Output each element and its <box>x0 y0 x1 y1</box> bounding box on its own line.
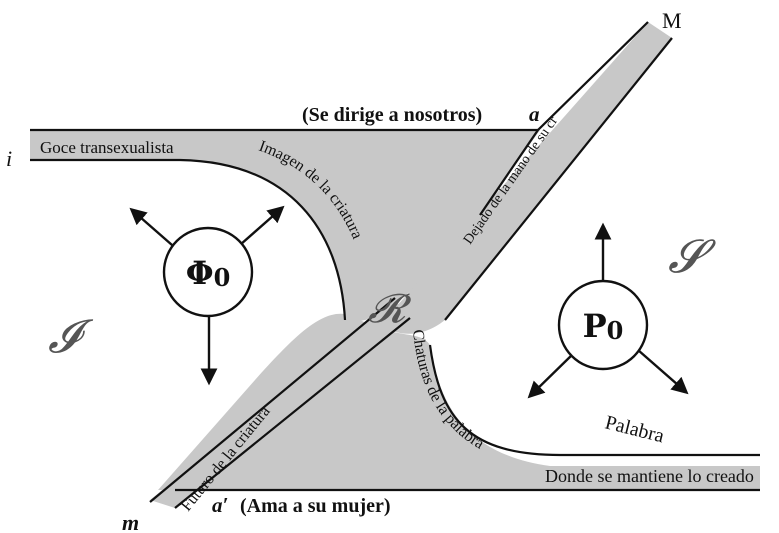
arrow-icon <box>527 351 576 399</box>
label-donde: Donde se mantiene lo creado <box>545 466 754 486</box>
p-node-circle <box>557 279 649 371</box>
upper-curve-line <box>30 158 347 321</box>
arrow-icon <box>637 349 689 395</box>
phi-node-sub: 0 <box>214 263 231 292</box>
band-region-lower <box>158 313 760 490</box>
p-node-base: P <box>583 307 607 345</box>
diagonal-left-line <box>479 21 649 216</box>
band-region-diagonal-lower <box>150 300 410 508</box>
lower-curve-line <box>428 344 760 457</box>
band-region-diagonal <box>380 22 672 334</box>
label-palabra: Palabra <box>603 412 667 448</box>
region-letter-I: 𝓘 <box>48 309 94 363</box>
phi-node-circle <box>162 226 254 318</box>
corner-label-i: i <box>6 146 12 171</box>
phi-node-group: Φ0 <box>129 205 285 386</box>
label-goce-transexualista: Goce transexualista <box>40 138 174 157</box>
diagonal-lower-right-line <box>174 317 411 509</box>
p-node-label: P0 <box>583 307 624 345</box>
corner-label-M: M <box>662 8 682 33</box>
region-letter-S: 𝓢 <box>668 229 716 283</box>
p-node-group: P0 <box>527 222 689 399</box>
diagonal-lower-left-line <box>149 297 396 503</box>
band-region-upper <box>30 130 540 322</box>
phi-node-label: Φ0 <box>186 254 231 292</box>
label-a-prime: a′ <box>212 493 228 517</box>
region-letter-R: 𝓡 <box>368 286 412 332</box>
corner-label-m: m <box>122 510 139 533</box>
label-se-dirige: (Se dirige a nosotros) <box>302 104 482 126</box>
label-ama: (Ama a su mujer) <box>240 495 391 517</box>
label-a: a <box>529 102 540 126</box>
band-outline <box>30 21 760 509</box>
phi-node-base: Φ <box>186 254 214 292</box>
diagonal-right-line <box>444 37 673 321</box>
p-node-sub: 0 <box>607 316 624 345</box>
